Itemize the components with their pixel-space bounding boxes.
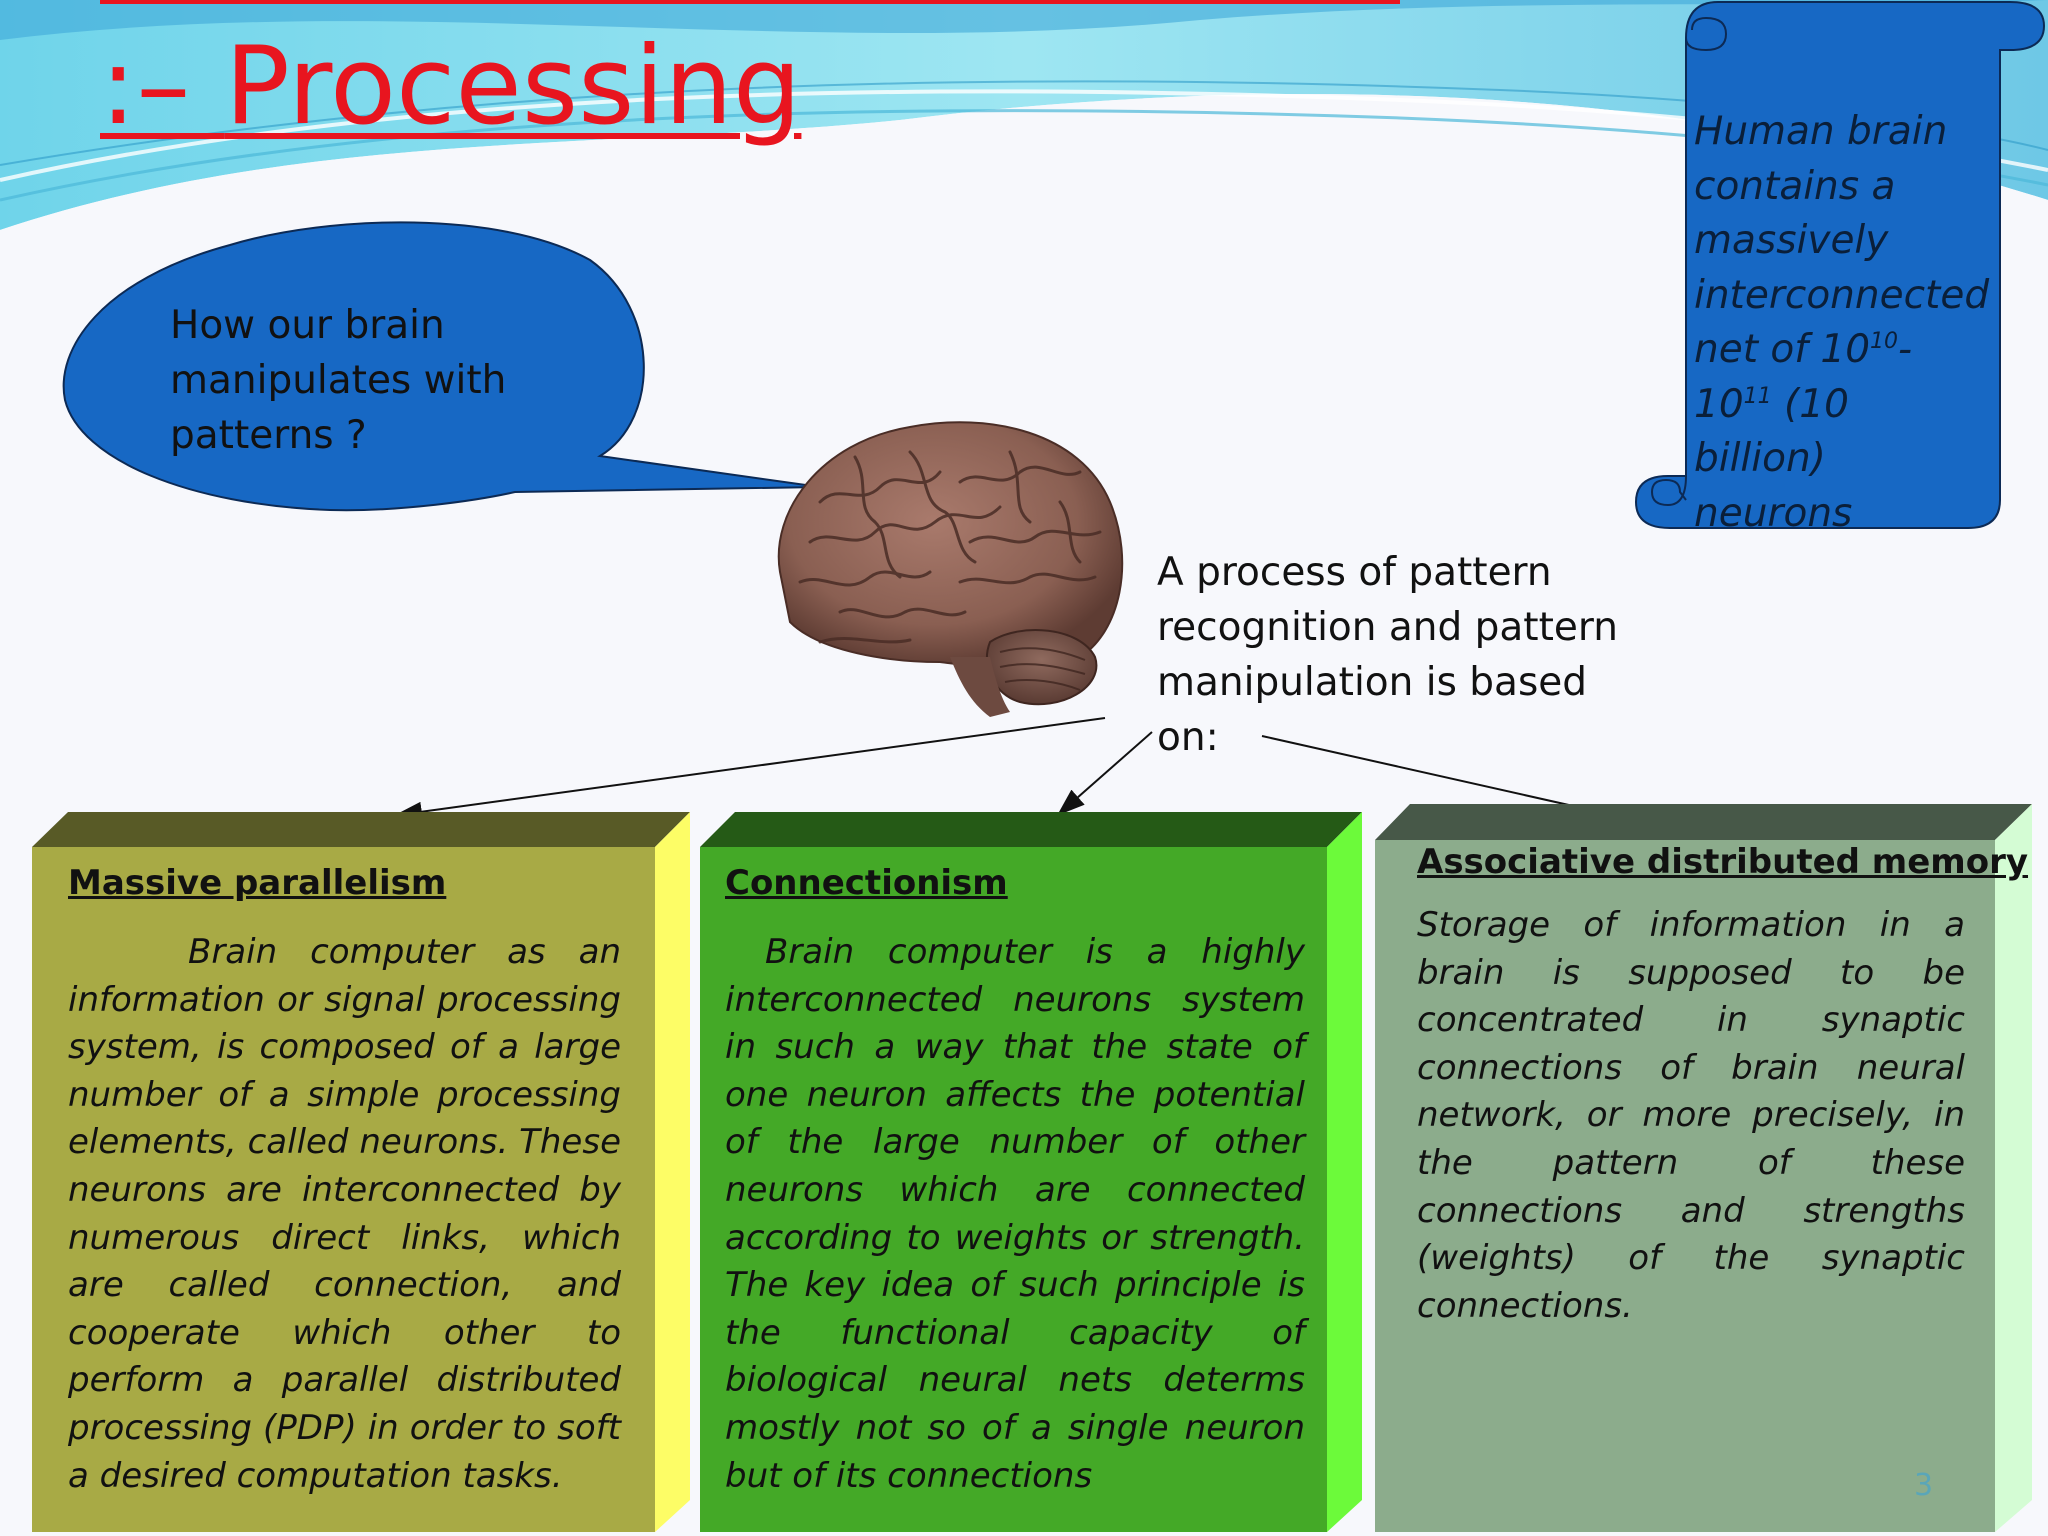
arrow-to-box-2: [1056, 731, 1153, 816]
scroll-text: Human brain contains a massively interco…: [1694, 105, 1989, 541]
page-number: 3: [1914, 1468, 1934, 1503]
bubble-text: How our brain manipulates with patterns …: [170, 303, 507, 458]
arrow-to-box-1: [394, 717, 1106, 822]
brain-image: [777, 421, 1124, 717]
scroll-text-after: (10 billion) neurons: [1694, 381, 1853, 536]
background-waves: [0, 0, 2048, 240]
scroll-dash: -10: [1694, 327, 1913, 427]
arrow-to-box-3: [1261, 735, 1684, 835]
process-description: A process of pattern recognition and pat…: [1157, 550, 1618, 760]
scroll-sup-1: 10: [1870, 329, 1899, 354]
title-prefix: :–: [100, 24, 225, 149]
scroll-sup-2: 11: [1743, 383, 1772, 409]
page-title: :– Processing: [100, 27, 801, 147]
scroll-text-before: Human brain contains a massively interco…: [1694, 109, 1990, 372]
title-text: Processing: [224, 24, 802, 149]
